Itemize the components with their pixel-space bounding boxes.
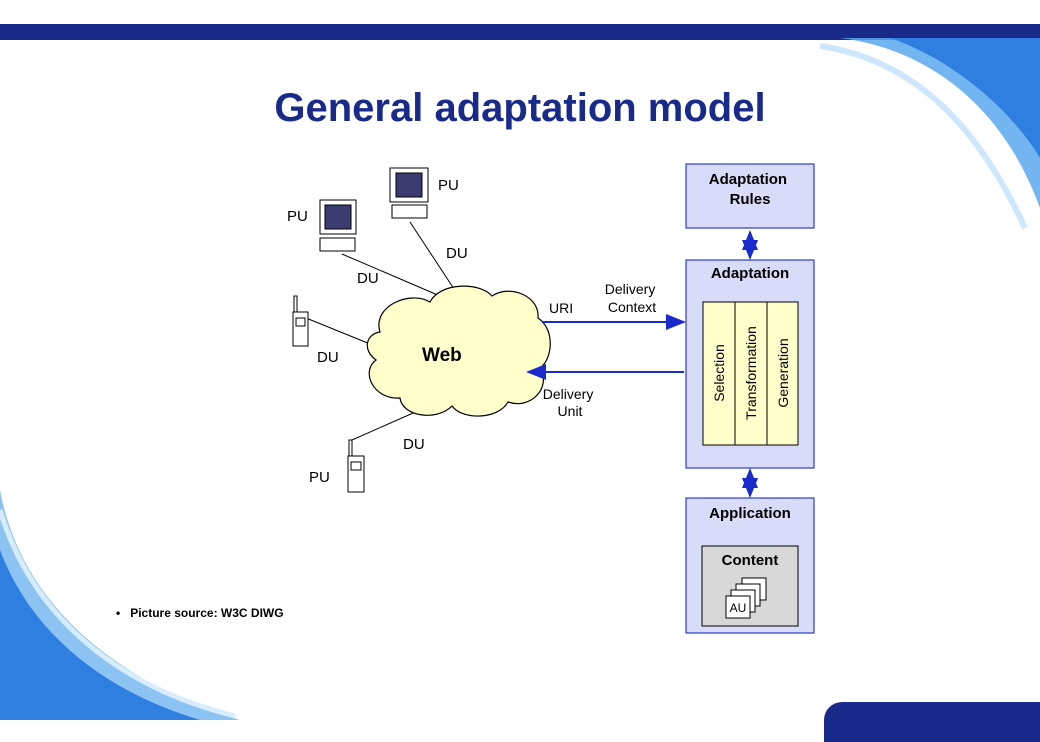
delivery-context-line: Context: [608, 299, 656, 315]
adaptation-label: Adaptation: [711, 265, 789, 282]
page-title: General adaptation model: [274, 86, 766, 130]
adaptation-rules-line: Adaptation: [709, 171, 787, 188]
delivery-unit-line: Delivery: [543, 386, 594, 402]
mobile-phone-icon: [347, 439, 365, 493]
application-label: Application: [709, 505, 791, 522]
adaptation-rules-box: [685, 163, 815, 229]
web-cloud: [366, 285, 551, 417]
du-label: DU: [317, 349, 339, 366]
au-label: AU: [730, 601, 747, 615]
adaptation-diagram: Web PU PU DU DU DU DU PU URI Delivery Co…: [287, 163, 815, 634]
pu-label: PU: [287, 208, 308, 225]
du-label: DU: [357, 270, 379, 287]
delivery-unit-label: Delivery Unit: [543, 386, 597, 419]
du-label: DU: [446, 245, 468, 262]
delivery-context-label: Delivery Context: [605, 281, 659, 315]
uri-label: URI: [549, 300, 573, 316]
stage-label-generation: Generation: [775, 338, 791, 407]
adaptation-rules-label: Adaptation Rules: [709, 171, 792, 208]
decorative-swoosh-top-right: [819, 38, 1040, 230]
top-banner-bar: [0, 24, 1040, 40]
pu-label: PU: [438, 177, 459, 194]
delivery-context-line: Delivery: [605, 281, 656, 297]
computer-icon: [389, 167, 429, 219]
source-note-text: Picture source: W3C DIWG: [130, 606, 284, 620]
au-stack: [725, 577, 767, 619]
selection-stage: [702, 301, 736, 446]
pu-label: PU: [309, 469, 330, 486]
bullet-icon: •: [116, 606, 121, 620]
content-label: Content: [722, 552, 779, 569]
mobile-phone-icon: [292, 295, 309, 347]
computer-icon: [319, 199, 357, 252]
adaptation-rules-line: Rules: [730, 191, 771, 208]
generation-stage: [766, 301, 799, 446]
source-note: • Picture source: W3C DIWG: [116, 606, 284, 620]
transformation-stage: [734, 301, 768, 446]
delivery-unit-line: Unit: [558, 403, 583, 419]
decorative-swoosh-bottom-left: [0, 490, 240, 720]
stage-label-selection: Selection: [711, 344, 727, 402]
stage-label-transformation: Transformation: [743, 326, 759, 420]
web-label: Web: [422, 345, 462, 366]
du-label: DU: [403, 436, 425, 453]
